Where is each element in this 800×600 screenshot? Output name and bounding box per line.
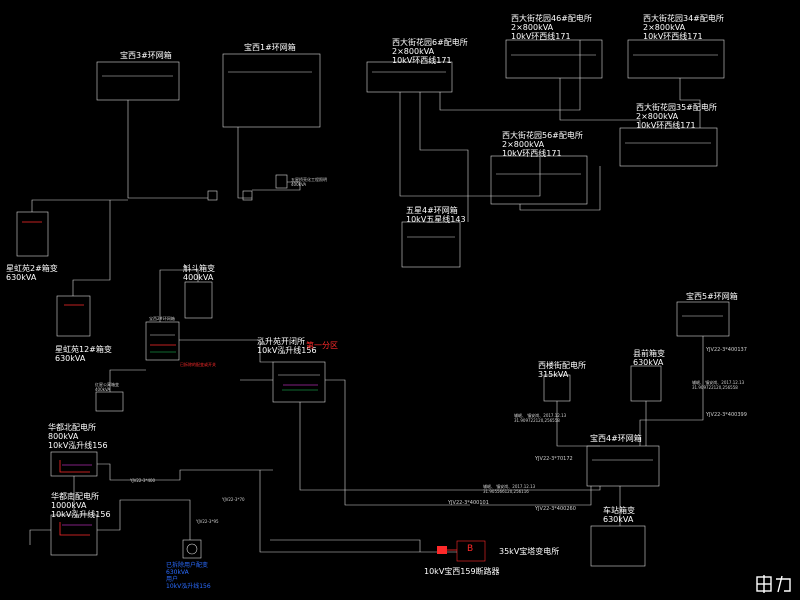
label-substation: 35kV宝塔变电所 xyxy=(499,547,560,556)
box-user xyxy=(182,539,202,559)
label-area-tag: 第一分区 xyxy=(306,341,338,350)
cable-label-8: YJV22-3*95 xyxy=(196,519,219,524)
box-paisheng xyxy=(272,361,326,403)
cable-label-2: YJV22-3*400260 xyxy=(535,506,576,512)
box-xinghong12 xyxy=(56,295,91,337)
box-hongxing xyxy=(95,391,124,412)
label-breaker: 10kV宝西159断路器 xyxy=(424,567,500,576)
breaker-symbol xyxy=(437,546,447,554)
box-wuxing4 xyxy=(401,221,461,268)
box-lighting xyxy=(275,174,288,189)
box-substation xyxy=(456,540,486,562)
box-gaodou xyxy=(184,281,213,319)
cable-label-7: YJV22-3*70 xyxy=(222,497,245,502)
svg-text:电力: 电力 xyxy=(754,573,786,577)
box-baoxi2 xyxy=(145,321,180,361)
box-xidajie35 xyxy=(619,127,718,167)
box-xidajie46 xyxy=(505,39,603,79)
box-xidajie56 xyxy=(490,155,588,205)
box-xiantou xyxy=(630,365,662,402)
box-xidajie34 xyxy=(627,39,725,79)
power-logo-icon: 电力 xyxy=(754,573,791,593)
box-baoxi3 xyxy=(96,61,180,101)
box-baoxi1 xyxy=(222,53,321,128)
cable-label-6: YJV22-3*400 xyxy=(130,478,156,483)
box-baoxi5 xyxy=(676,301,730,337)
label-baoxi2: 宝西2#环网箱 xyxy=(149,316,175,321)
label-baoxi5: 宝西5#环网箱 xyxy=(686,292,738,301)
label-baoxi3: 宝西3#环网箱 xyxy=(120,51,172,60)
label-red-note: 已拆除的配变或开关 xyxy=(180,362,216,367)
box-chezhan xyxy=(590,525,646,567)
cable-label-4: YJV22-3*400137 xyxy=(706,347,747,353)
cable-label-5: YJV22-3*400399 xyxy=(706,412,747,418)
label-baoxi1: 宝西1#环网箱 xyxy=(244,43,296,52)
box-xidajie6 xyxy=(366,61,453,93)
cable-label-1: YJV22-3*400101 xyxy=(448,500,489,506)
box-xinghong2 xyxy=(16,211,49,257)
cable-label-3: YJV22-3*70172 xyxy=(535,456,573,462)
label-baoxi4: 宝西4#环网箱 xyxy=(590,434,642,443)
box-baoxi4 xyxy=(586,445,660,487)
label-breaker-box: B xyxy=(467,544,474,554)
